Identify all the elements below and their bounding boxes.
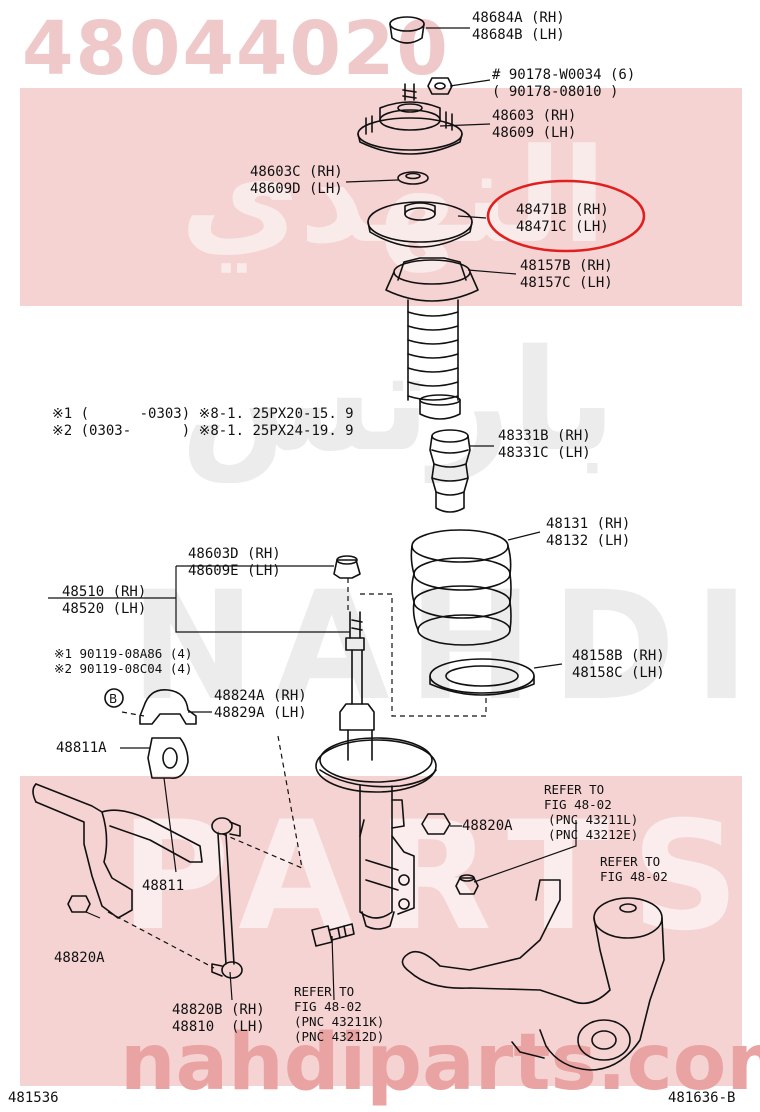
label-48158: 48158B (RH)48158C (LH): [572, 648, 665, 681]
label-48811a: 48811A: [56, 740, 107, 756]
b-marker-letter: B: [109, 692, 117, 706]
label-48603d: 48603D (RH)48609E (LH): [188, 546, 281, 579]
b-marker-circle: [104, 688, 124, 708]
label-48157: 48157B (RH)48157C (LH): [520, 258, 613, 291]
coil-spring-part: [410, 529, 512, 646]
label-48603c: 48603C (RH)48609D (LH): [250, 164, 343, 197]
label-48331: 48331B (RH)48331C (LH): [498, 428, 591, 461]
stabilizer-bushing-part: [147, 737, 189, 779]
label-48131: 48131 (RH)48132 (LH): [546, 516, 631, 549]
leader-lines: [48, 27, 577, 1001]
label-48684: 48684A (RH)48684B (LH): [472, 10, 565, 43]
lower-insulator-part: [429, 658, 535, 696]
dust-cap-part: [389, 16, 425, 44]
watermark-arabic-top: النهدي: [180, 120, 607, 272]
figure-number-left: 481536: [8, 1090, 59, 1106]
stabilizer-bar-part: [32, 783, 203, 919]
label-90178: # 90178-W0034 (6)( 90178-08010 ): [492, 67, 636, 100]
link-nut-right-part: [421, 813, 451, 835]
link-nut-left-part: [67, 895, 91, 913]
upper-support-part: [357, 83, 463, 155]
stabilizer-link-part: [211, 817, 243, 979]
shock-absorber-part: [315, 555, 437, 930]
bump-stopper-part: [429, 429, 471, 513]
label-48820a-left: 48820A: [54, 950, 105, 966]
watermark-brand-parts: PARTS: [120, 790, 760, 964]
mount-nut-part: [427, 77, 453, 95]
knuckle-nut-part: [455, 874, 479, 895]
dashed-lines: [107, 578, 487, 969]
spec-notes: ※1 ( -0303) ※8-1. 25PX20-15. 9※2 (0303- …: [52, 406, 354, 439]
label-bolts-b: ※1 90119-08A86 (4)※2 90119-08C04 (4): [54, 646, 193, 676]
watermark-site: nahdiparts.com: [120, 1018, 760, 1108]
label-48820b: 48820B (RH)48810 (LH): [172, 1002, 265, 1035]
bearing-washer-part: [397, 171, 429, 185]
watermark-band-top: [20, 88, 742, 306]
label-48603: 48603 (RH)48609 (LH): [492, 108, 577, 141]
label-48820a-right: 48820A: [462, 818, 513, 834]
label-48811: 48811: [142, 878, 185, 894]
steering-knuckle-part: [401, 879, 665, 1071]
figure-number-right: 481636-B: [668, 1090, 736, 1106]
watermark-band-bottom: [20, 776, 742, 1086]
watermark-arabic-mid: بارتس: [180, 320, 617, 483]
spring-bumper-boot-part: [385, 257, 479, 420]
label-48510: 48510 (RH)48520 (LH): [62, 584, 147, 617]
label-48824: 48824A (RH)48829A (LH): [214, 688, 307, 721]
label-48471: 48471B (RH)48471C (LH): [516, 202, 609, 235]
upper-insulator-part: [367, 201, 473, 248]
knuckle-bolt-part: [311, 923, 355, 947]
bushing-bracket-part: [139, 689, 197, 725]
watermark-part-number: 48044020: [22, 6, 450, 92]
highlight-circle: [486, 179, 646, 253]
